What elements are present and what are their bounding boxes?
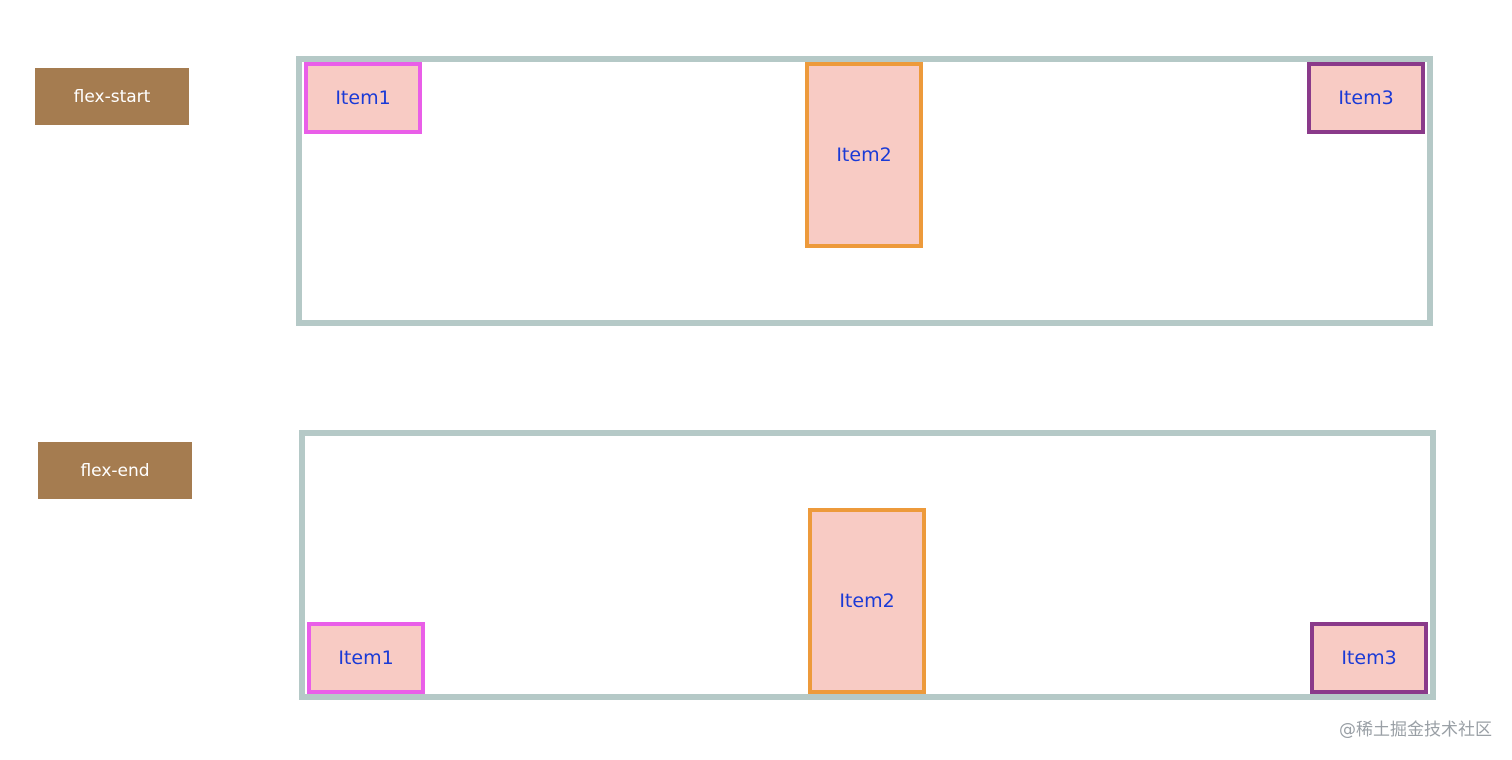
flex-start-item1: Item1	[304, 62, 422, 134]
flex-start-label: flex-start	[35, 68, 189, 125]
flex-start-container: Item1 Item2 Item3	[296, 56, 1433, 326]
flex-start-item2: Item2	[805, 62, 923, 248]
flex-start-item3: Item3	[1307, 62, 1425, 134]
flex-end-container: Item1 Item2 Item3	[299, 430, 1436, 700]
flex-end-item3: Item3	[1310, 622, 1428, 694]
flex-end-item2: Item2	[808, 508, 926, 694]
flex-end-label: flex-end	[38, 442, 192, 499]
flex-end-item1: Item1	[307, 622, 425, 694]
watermark-text: @稀土掘金技术社区	[1339, 720, 1492, 740]
